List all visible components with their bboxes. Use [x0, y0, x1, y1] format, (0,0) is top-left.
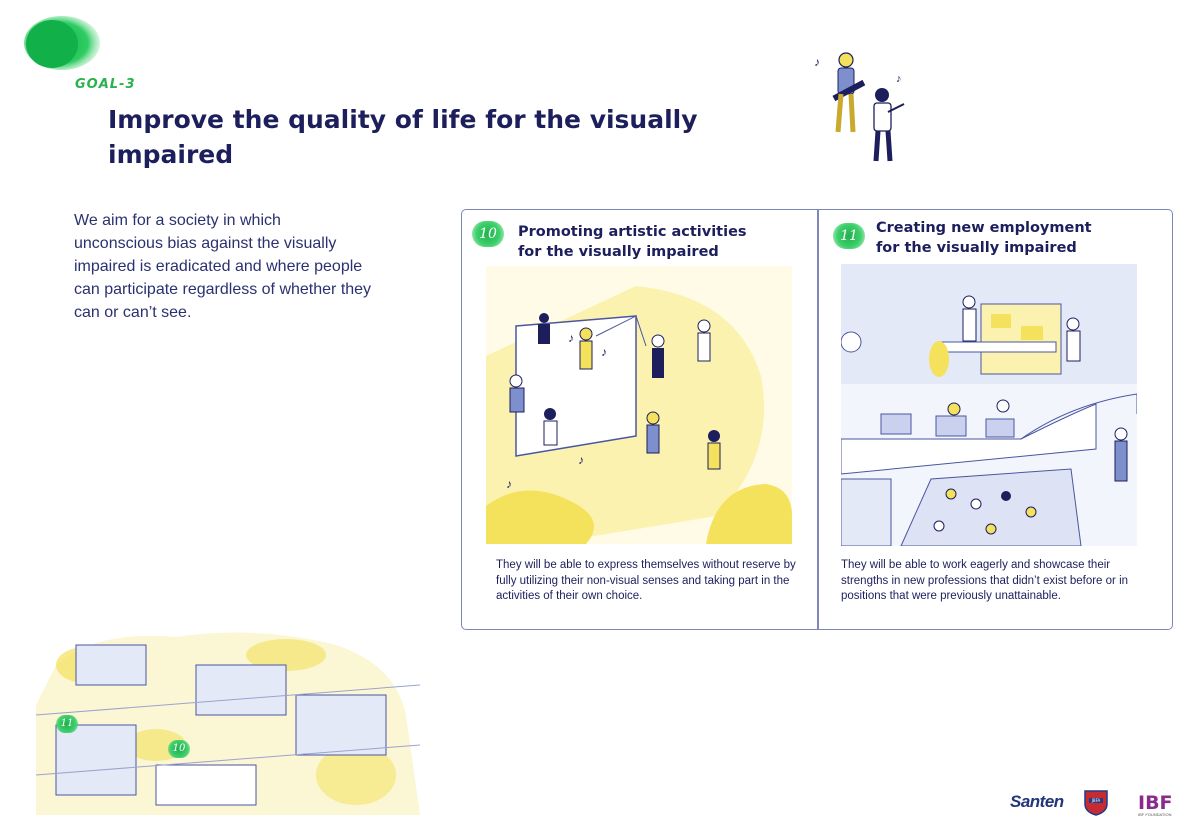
ibf-logo-text: IBF	[1138, 792, 1172, 814]
page-title: Improve the quality of life for the visu…	[108, 105, 698, 169]
card-caption: They will be able to express themselves …	[496, 559, 796, 602]
goal-label: GOAL-3	[75, 77, 136, 92]
ibf-logo: IBF	[1138, 792, 1172, 814]
svg-text:♪: ♪	[506, 477, 512, 491]
card-number-badge: 10	[472, 221, 504, 247]
map-badge: 11	[56, 715, 78, 733]
panel-divider	[817, 210, 819, 629]
musicians-illustration: ♪ ♪	[814, 52, 905, 162]
goals-panel: 10 Promoting artistic activities for the…	[461, 209, 1173, 630]
goal-blob-icon	[24, 16, 100, 70]
jbfa-logo: JBFA	[1084, 790, 1108, 816]
santen-logo: Santen	[1010, 792, 1064, 811]
card-number-badge: 11	[833, 223, 865, 249]
city-map-illustration	[36, 625, 420, 815]
map-badge: 10	[168, 740, 190, 758]
card-new-employment: 11 Creating new employment for the visua…	[819, 210, 1174, 629]
intro-text: We aim for a society in which unconsciou…	[74, 212, 372, 321]
jbfa-logo-text: JBFA	[1091, 798, 1101, 803]
employment-illustration	[841, 264, 1137, 546]
svg-text:♪: ♪	[568, 331, 574, 345]
svg-text:♪: ♪	[814, 55, 820, 69]
card-title: Promoting artistic activities for the vi…	[518, 224, 747, 260]
svg-text:♪: ♪	[601, 345, 607, 359]
card-title: Creating new employment for the visually…	[876, 220, 1092, 256]
svg-text:♪: ♪	[578, 453, 584, 467]
svg-text:♪: ♪	[896, 73, 902, 85]
card-artistic-activities: 10 Promoting artistic activities for the…	[462, 210, 817, 629]
artistic-activities-illustration: ♪ ♪ ♪ ♪	[486, 266, 792, 544]
card-caption: They will be able to work eagerly and sh…	[841, 559, 1129, 602]
ibf-foundation-text: IBF FOUNDATION	[1138, 812, 1172, 817]
